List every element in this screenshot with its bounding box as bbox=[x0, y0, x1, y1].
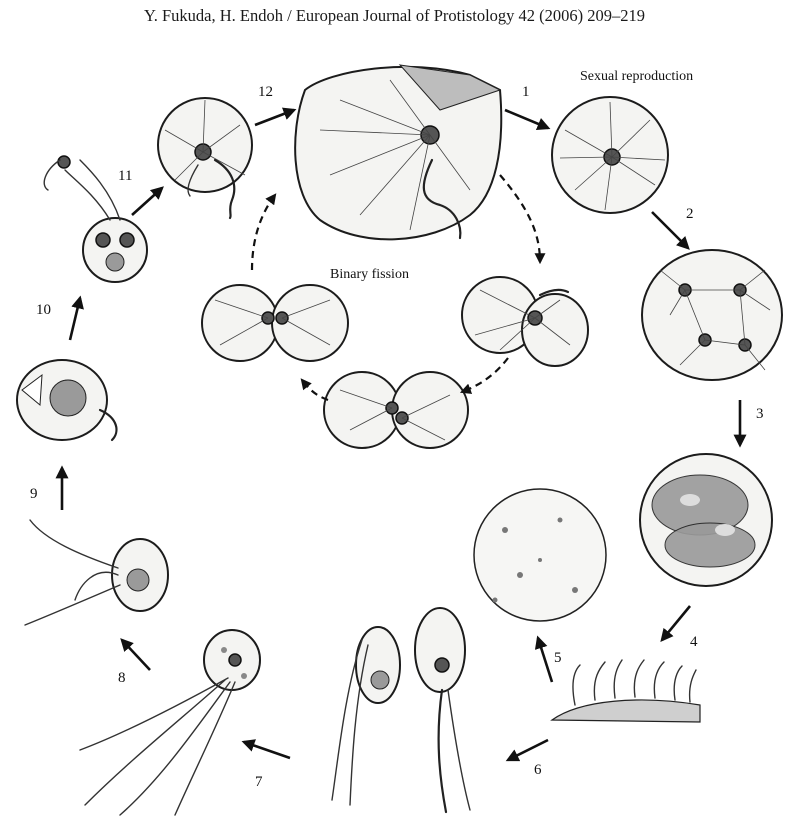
step-number-5: 5 bbox=[554, 650, 562, 666]
step-number-1: 1 bbox=[522, 84, 530, 100]
young-trophont-cell bbox=[158, 98, 252, 218]
encysting-cell bbox=[17, 360, 116, 440]
step-number-3: 3 bbox=[756, 406, 764, 422]
step-number-12: 12 bbox=[258, 84, 273, 100]
arrow-6 bbox=[508, 740, 548, 760]
gamete-release-fringe bbox=[552, 660, 700, 722]
arrow-1 bbox=[505, 110, 548, 128]
sexual-stage-5-cell bbox=[474, 489, 606, 621]
step-number-6: 6 bbox=[534, 762, 542, 778]
arrow-fission-3 bbox=[302, 380, 328, 400]
arrow-12 bbox=[255, 110, 294, 125]
arrow-10 bbox=[70, 298, 80, 340]
swarmer-pair bbox=[332, 608, 470, 812]
arrow-fission-4 bbox=[252, 195, 275, 270]
biflagellate-cell bbox=[25, 520, 168, 625]
sexual-stage-3-cell bbox=[640, 454, 772, 586]
step-number-9: 9 bbox=[30, 486, 38, 502]
step-number-4: 4 bbox=[690, 634, 698, 650]
arrow-5 bbox=[538, 638, 552, 682]
sexual-stage-2-cell bbox=[642, 250, 782, 380]
arrow-11 bbox=[132, 188, 162, 215]
step-number-11: 11 bbox=[118, 168, 132, 184]
arrow-4 bbox=[662, 606, 690, 640]
binary-fission-label: Binary fission bbox=[330, 267, 409, 282]
fission-cell-right bbox=[462, 277, 588, 366]
quadriflagellate-cell bbox=[80, 630, 260, 815]
step-number-10: 10 bbox=[36, 302, 51, 318]
step-number-7: 7 bbox=[255, 774, 263, 790]
step-number-2: 2 bbox=[686, 206, 694, 222]
trophont-cell-large bbox=[295, 65, 501, 239]
arrow-8 bbox=[122, 640, 150, 670]
step-number-8: 8 bbox=[118, 670, 126, 686]
arrow-7 bbox=[244, 742, 290, 758]
fission-cell-middle bbox=[324, 372, 468, 448]
arrow-fission-1 bbox=[500, 175, 540, 262]
sexual-reproduction-label: Sexual reproduction bbox=[580, 69, 693, 84]
sexual-stage-1-cell bbox=[552, 97, 668, 213]
fission-cell-left bbox=[202, 285, 348, 361]
arrow-fission-2 bbox=[462, 358, 508, 392]
arrow-2 bbox=[652, 212, 688, 248]
